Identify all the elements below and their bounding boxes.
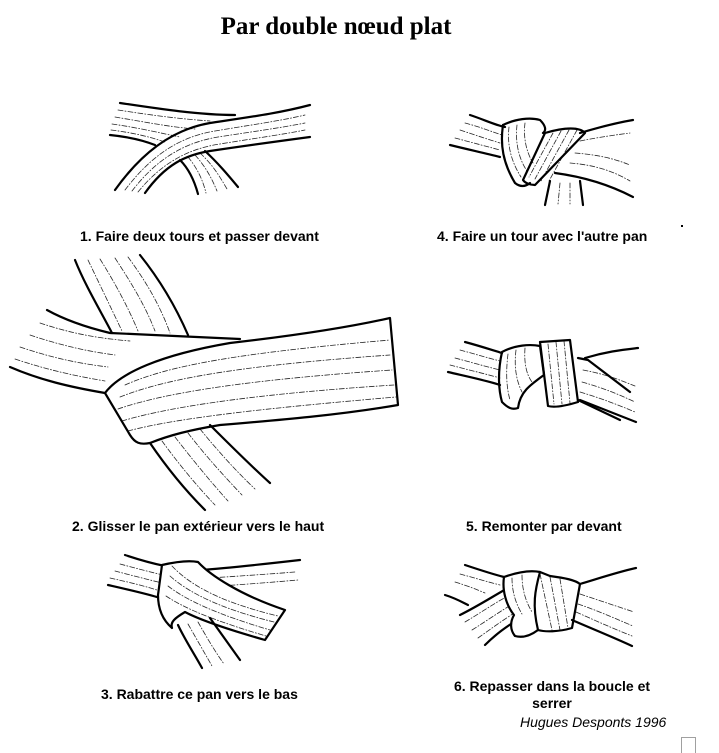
- belt-left-band: [8, 308, 242, 395]
- belt-diagonal-wrap: [521, 127, 587, 187]
- document-title: Par double nœud plat: [220, 13, 452, 40]
- step-6-caption: 6. Repasser dans la boucle et serrer: [453, 678, 651, 711]
- step-4-illustration: [448, 113, 635, 207]
- belt-vertical-loop: [538, 338, 580, 408]
- belt-knot-body: [497, 344, 546, 410]
- belt-left-band: [448, 113, 507, 159]
- step-2-illustration: [8, 253, 400, 512]
- step-5-illustration: [446, 338, 640, 424]
- step-6-illustration: [443, 563, 638, 648]
- belt-hanging-end: [176, 616, 242, 670]
- belt-fold-over: [156, 560, 287, 642]
- belt-right-band: [570, 566, 638, 648]
- belt-back-band: [108, 101, 237, 147]
- belt-lower-end: [148, 423, 272, 512]
- belt-left-band: [446, 340, 504, 387]
- belt-right-band: [578, 346, 640, 424]
- belt-dangling-end: [543, 179, 585, 207]
- author-credit: Hugues Desponts 1996: [520, 714, 667, 730]
- step-2-caption: 2. Glisser le pan extérieur vers le haut: [72, 518, 325, 534]
- belt-vertical-end: [73, 253, 190, 337]
- belt-diagonal-end: [576, 356, 632, 422]
- belt-hanging-end: [178, 149, 240, 196]
- step-4-caption: 4. Faire un tour avec l'autre pan: [437, 228, 648, 244]
- belt-knot-loop: [500, 117, 547, 188]
- belt-left-band: [443, 563, 506, 607]
- belt-knot-center: [502, 570, 582, 638]
- stray-mark: [681, 225, 683, 227]
- step-3-illustration: [106, 553, 302, 670]
- step-1-caption: 1. Faire deux tours et passer devant: [80, 228, 319, 244]
- step-3-caption: 3. Rabattre ce pan vers le bas: [101, 686, 298, 702]
- corner-placeholder-box: [681, 737, 696, 753]
- belt-left-band: [106, 553, 167, 600]
- belt-front-wrap: [103, 316, 400, 445]
- step-1-illustration: [108, 101, 312, 196]
- belt-front-band: [113, 103, 312, 195]
- step-5-caption: 5. Remonter par devant: [466, 518, 622, 534]
- belt-right-band: [553, 118, 635, 199]
